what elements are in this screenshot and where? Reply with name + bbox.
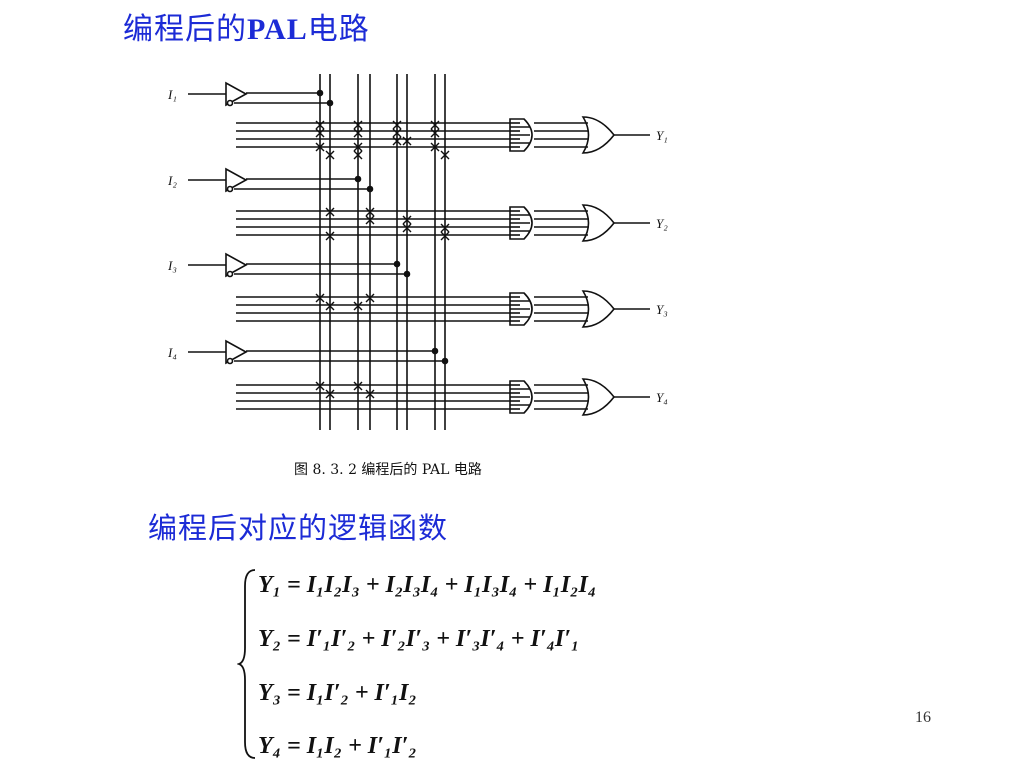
fuse-mark	[440, 150, 450, 160]
fuse-mark	[325, 231, 335, 241]
or-gate	[581, 378, 616, 416]
output-label: Y₂	[656, 216, 668, 231]
fuse-mark	[430, 120, 440, 130]
or-gate	[581, 204, 616, 242]
fuse-mark	[353, 120, 363, 130]
input-label: I₂	[167, 173, 177, 188]
junction-dot	[366, 185, 374, 193]
page-number: 16	[915, 709, 931, 726]
fuse-mark	[402, 136, 412, 146]
or-gate	[581, 290, 616, 328]
fuse-mark	[440, 223, 450, 233]
fuse-mark	[365, 207, 375, 217]
fuse-mark	[440, 231, 450, 241]
and-gate	[509, 380, 533, 414]
fuse-mark	[315, 293, 325, 303]
inverter-bubble	[226, 357, 234, 365]
equation-y4: Y₄ = I₁I₂ + I′₁I′₂	[258, 733, 417, 759]
input-label: I₃	[167, 258, 177, 273]
fuse-mark	[315, 128, 325, 138]
fuse-mark	[430, 142, 440, 152]
and-gate	[509, 292, 533, 326]
inverter-bubble	[226, 185, 234, 193]
fuse-mark	[315, 120, 325, 130]
fuse-mark	[315, 381, 325, 391]
fuse-mark	[325, 389, 335, 399]
fuse-mark	[325, 301, 335, 311]
equation-y3: Y₃ = I₁I′₂ + I′₁I₂	[258, 680, 417, 706]
fuse-mark	[353, 381, 363, 391]
fuse-mark	[365, 389, 375, 399]
or-gate	[581, 116, 616, 154]
fuse-mark	[392, 120, 402, 130]
junction-dot	[316, 89, 324, 97]
section-heading: 编程后对应的逻辑函数	[148, 511, 449, 545]
junction-dot	[403, 270, 411, 278]
fuse-mark	[365, 293, 375, 303]
buffer-triangle	[225, 339, 248, 365]
fuse-mark	[392, 136, 402, 146]
page-title: 编程后的PAL电路	[123, 12, 370, 47]
fuse-mark	[353, 142, 363, 152]
fuse-mark	[365, 215, 375, 225]
equation-y1: Y₁ = I₁I₂I₃ + I₂I₃I₄ + I₁I₃I₄ + I₁I₂I₄	[258, 572, 597, 598]
junction-dot	[393, 260, 401, 268]
fuse-mark	[402, 215, 412, 225]
buffer-triangle	[225, 252, 248, 278]
fuse-mark	[402, 223, 412, 233]
and-gate	[509, 118, 533, 152]
junction-dot	[326, 99, 334, 107]
equation-y2: Y₂ = I′₁I′₂ + I′₂I′₃ + I′₃I′₄ + I′₄I′₁	[258, 626, 580, 652]
junction-dot	[441, 357, 449, 365]
fuse-mark	[430, 128, 440, 138]
output-label: Y₄	[656, 390, 668, 405]
fuse-mark	[353, 128, 363, 138]
inverter-bubble	[226, 270, 234, 278]
input-label: I₁	[167, 87, 177, 102]
fuse-mark	[353, 150, 363, 160]
fuse-mark	[392, 128, 402, 138]
fuse-mark	[325, 150, 335, 160]
left-brace	[237, 569, 256, 759]
output-label: Y₁	[656, 128, 668, 143]
output-label: Y₃	[656, 302, 668, 317]
buffer-triangle	[225, 81, 248, 107]
fuse-mark	[325, 207, 335, 217]
input-label: I₄	[167, 345, 177, 360]
fuse-mark	[315, 142, 325, 152]
fuse-mark	[353, 301, 363, 311]
and-gate	[509, 206, 533, 240]
junction-dot	[354, 175, 362, 183]
figure-caption: 图 8. 3. 2 编程后的 PAL 电路	[294, 462, 482, 478]
junction-dot	[431, 347, 439, 355]
buffer-triangle	[225, 167, 248, 193]
inverter-bubble	[226, 99, 234, 107]
